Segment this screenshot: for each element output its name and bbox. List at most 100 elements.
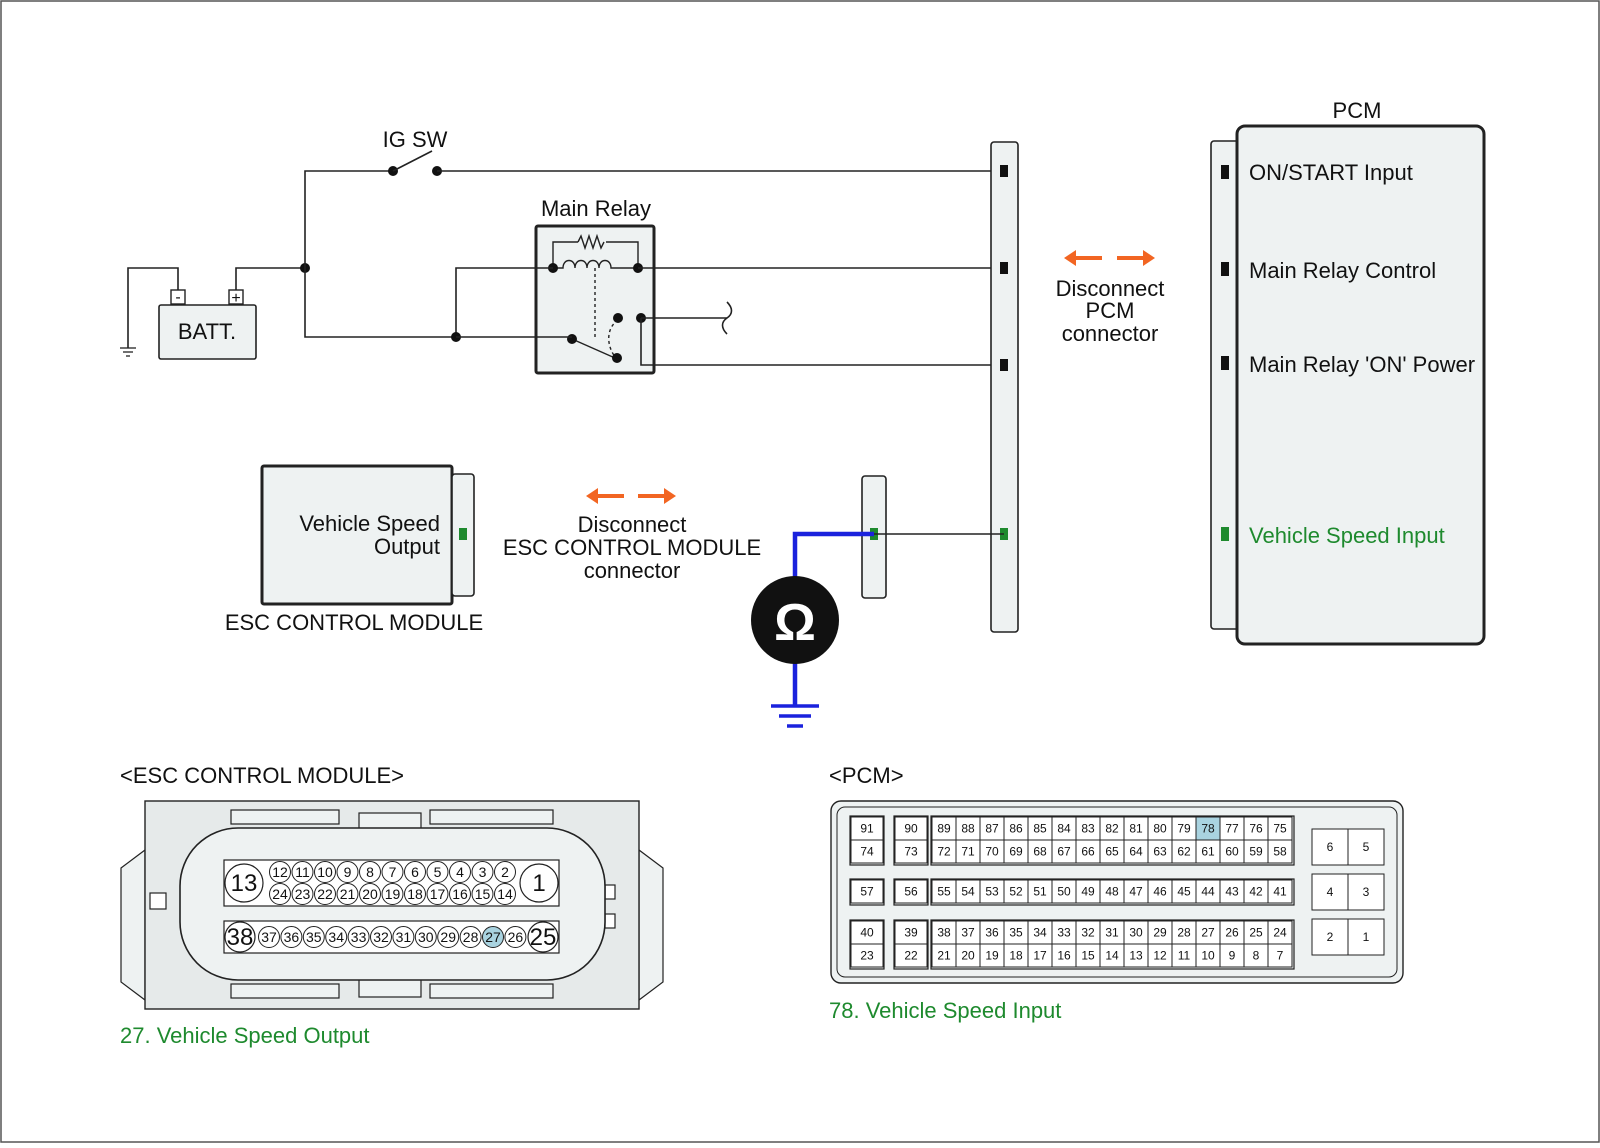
esc-pin-label: 11 <box>295 864 310 880</box>
esc-pin-label: 20 <box>362 886 378 902</box>
pcm-pin-label: 16 <box>1057 949 1071 963</box>
esc-pin-label: 12 <box>272 864 288 880</box>
pcm-pin-label: 40 <box>860 926 874 940</box>
disconnect-esc-arrows <box>586 488 676 504</box>
battery-plus-label: + <box>231 290 240 307</box>
pcm-pin-label: 42 <box>1249 885 1263 899</box>
esc-pin-label: 14 <box>497 886 513 902</box>
esc-pin-label: 15 <box>475 886 491 902</box>
esc-pin <box>482 926 504 948</box>
esc-pin-label: 18 <box>407 886 423 902</box>
esc-pin <box>336 861 359 883</box>
pcm-pin-label: 13 <box>1129 949 1143 963</box>
pcm-pin-vehicle-speed: Vehicle Speed Input <box>1249 523 1445 548</box>
esc-pin-label: 28 <box>463 929 479 945</box>
pcm-pin-label: 35 <box>1009 926 1023 940</box>
esc-pin-label: 22 <box>317 886 333 902</box>
battery-minus-label: - <box>175 289 180 306</box>
esc-pin-label: 23 <box>295 886 311 902</box>
harness-pin <box>1000 359 1008 371</box>
relay-contact-terminal <box>613 313 623 323</box>
esc-pin <box>494 861 516 883</box>
esc-pin <box>269 883 291 905</box>
pcm-pin-label: 24 <box>1273 926 1287 940</box>
relay-coil-feed-wire <box>455 267 553 337</box>
pcm-pin-label: 61 <box>1201 845 1215 859</box>
pcm-pin-label: 68 <box>1033 845 1047 859</box>
esc-pin-label: 27 <box>485 929 501 945</box>
esc-pin <box>449 883 471 905</box>
pcm-pin-label: 90 <box>904 822 918 836</box>
esc-pin-label: 5 <box>434 864 442 880</box>
esc-pin <box>449 861 471 883</box>
esc-pin-label: 6 <box>411 864 419 880</box>
pcm-pin-label: 85 <box>1033 822 1047 836</box>
pcm-pin-label: 84 <box>1057 822 1071 836</box>
pcm-pin-label: 2 <box>1327 930 1334 944</box>
pcm-pin <box>1267 839 1293 864</box>
esc-pin-label: 17 <box>430 886 446 902</box>
pcm-pin-main-relay-power: Main Relay 'ON' Power <box>1249 352 1475 377</box>
pcm-pin-label: 81 <box>1129 822 1143 836</box>
pcm-pin-label: 32 <box>1081 926 1095 940</box>
esc-pin <box>280 926 303 948</box>
pcm-pin-label: 70 <box>985 845 999 859</box>
pcm-pin <box>850 839 884 864</box>
esc-pin <box>325 926 348 948</box>
pcm-pin-label: 69 <box>1009 845 1023 859</box>
esc-pin-label: 19 <box>385 886 401 902</box>
disconnect-pcm-line1: Disconnect <box>1056 276 1165 301</box>
pcm-pin-label: 10 <box>1201 949 1215 963</box>
pcm-pin-label: 64 <box>1129 845 1143 859</box>
pcm-pin-label: 1 <box>1363 930 1370 944</box>
esc-pin <box>347 926 370 948</box>
pcm-pin-label: 19 <box>985 949 999 963</box>
pcm-pin-label: 57 <box>860 885 874 899</box>
pcm-caption: 78. Vehicle Speed Input <box>829 998 1061 1023</box>
ig-switch-label: IG SW <box>383 127 448 152</box>
esc-pin <box>336 883 359 905</box>
pcm-pin-label: 5 <box>1363 840 1370 854</box>
pcm-pin <box>894 879 928 904</box>
pcm-pin-label: 39 <box>904 926 918 940</box>
esc-pin <box>291 861 314 883</box>
pcm-pin <box>1267 879 1293 904</box>
pcm-pin-block <box>893 878 929 906</box>
pcm-pin-label: 34 <box>1033 926 1047 940</box>
relay-feed-wire <box>304 268 456 338</box>
pcm-pin-label: 25 <box>1249 926 1263 940</box>
pcm-pin-label: 60 <box>1225 845 1239 859</box>
esc-pin <box>459 926 482 948</box>
pcm-connector-title: <PCM> <box>829 763 904 788</box>
pcm-pin-label: 6 <box>1327 840 1334 854</box>
pcm-pin <box>1267 943 1293 968</box>
pcm-pin-block <box>893 919 929 970</box>
esc-pin <box>414 926 437 948</box>
esc-caption: 27. Vehicle Speed Output <box>120 1023 370 1048</box>
pcm-pin-label: 73 <box>904 845 918 859</box>
pcm-pin-label: 51 <box>1033 885 1047 899</box>
esc-pin <box>370 926 392 948</box>
pcm-pin <box>1347 828 1385 866</box>
ig-feed-wire <box>304 170 393 268</box>
esc-pin <box>381 861 404 883</box>
esc-pin-label: 7 <box>389 864 397 880</box>
esc-pin-label: 10 <box>317 864 333 880</box>
pcm-pin-label: 65 <box>1105 845 1119 859</box>
battery-ground-wire <box>127 267 179 348</box>
pcm-pin-label: 80 <box>1153 822 1167 836</box>
pcm-pin-label: 44 <box>1201 885 1215 899</box>
pcm-pin-label: 29 <box>1153 926 1167 940</box>
pcm-pin-block <box>930 919 1295 970</box>
relay-power-wire <box>640 318 1004 366</box>
esc-pin <box>291 883 314 905</box>
pcm-module <box>1235 124 1486 646</box>
pcm-pin-label: 78 <box>1201 822 1215 836</box>
pcm-pin <box>1311 918 1349 956</box>
pcm-pin-label: 30 <box>1129 926 1143 940</box>
esc-output-line2: Output <box>374 534 440 559</box>
pcm-pin-label: 91 <box>860 822 874 836</box>
pcm-pin-label: 87 <box>985 822 999 836</box>
